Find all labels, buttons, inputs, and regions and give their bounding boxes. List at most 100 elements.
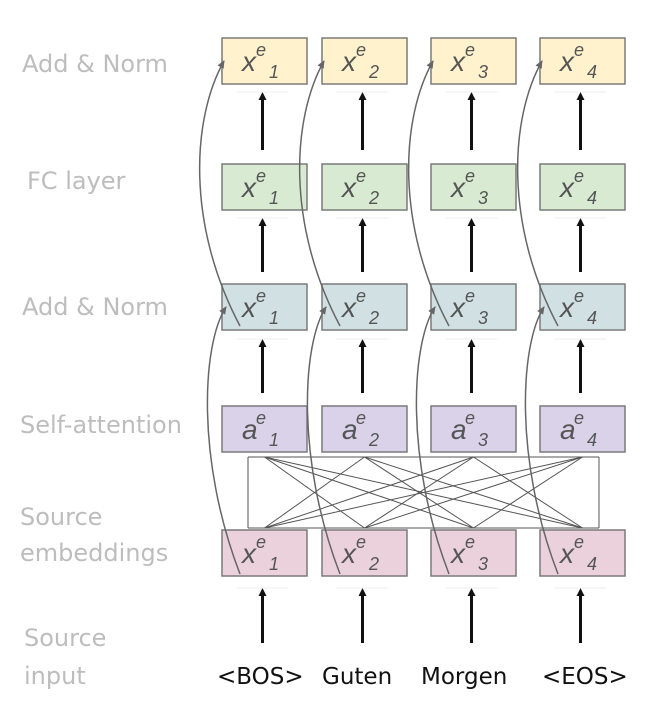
label-add-norm-mid: Add & Norm bbox=[22, 293, 168, 321]
vector-superscript: e bbox=[356, 286, 366, 306]
attention-edge bbox=[364, 456, 474, 529]
vector-symbol: x bbox=[449, 172, 466, 203]
vertical-arrows bbox=[236, 91, 607, 643]
vector-subscript: 3 bbox=[478, 188, 488, 208]
self-attention-box-1: ae1 bbox=[221, 405, 308, 453]
vector-subscript: 4 bbox=[587, 308, 597, 328]
vector-symbol: x bbox=[240, 172, 257, 203]
source-embeddings-rect bbox=[539, 529, 626, 577]
vector-subscript: 3 bbox=[478, 554, 488, 574]
fc-layer-rect bbox=[539, 163, 626, 211]
self-attention-box-2: ae2 bbox=[321, 405, 408, 453]
fc-layer-rect bbox=[321, 163, 408, 211]
label-source-embeddings-line2: embeddings bbox=[20, 539, 168, 567]
vector-subscript: 3 bbox=[478, 62, 488, 82]
residual-addnorm-to-top-4 bbox=[516, 60, 559, 327]
vector-subscript: 3 bbox=[478, 430, 488, 450]
vector-subscript: 4 bbox=[587, 554, 597, 574]
fc-layer-rect bbox=[221, 163, 308, 211]
label-add-norm-top: Add & Norm bbox=[22, 50, 168, 78]
vector-superscript: e bbox=[574, 532, 584, 552]
vector-subscript: 4 bbox=[587, 188, 597, 208]
vector-symbol: x bbox=[240, 292, 257, 323]
vector-superscript: e bbox=[256, 166, 266, 186]
add-norm-mid-rect bbox=[430, 283, 517, 331]
vector-superscript: e bbox=[465, 408, 475, 428]
vector-superscript: e bbox=[465, 40, 475, 60]
vector-superscript: e bbox=[465, 166, 475, 186]
fc-layer-rect bbox=[430, 163, 517, 211]
label-source-input-line1: Source bbox=[24, 624, 106, 652]
vector-superscript: e bbox=[356, 532, 366, 552]
vector-subscript: 1 bbox=[269, 62, 279, 82]
self-attention-rect bbox=[321, 405, 408, 453]
vector-symbol: x bbox=[558, 172, 575, 203]
self-attention-rect bbox=[430, 405, 517, 453]
vector-subscript: 3 bbox=[478, 308, 488, 328]
source-embeddings-rect bbox=[321, 529, 408, 577]
vector-symbol: x bbox=[240, 46, 257, 77]
vector-superscript: e bbox=[574, 40, 584, 60]
attention-edge bbox=[264, 456, 474, 529]
vector-symbol: x bbox=[340, 538, 357, 569]
label-self-attention: Self-attention bbox=[20, 411, 182, 439]
vector-subscript: 4 bbox=[587, 430, 597, 450]
vector-symbol: x bbox=[340, 172, 357, 203]
source-tokens: <BOS> Guten Morgen <EOS> bbox=[217, 664, 628, 690]
vector-subscript: 2 bbox=[368, 554, 379, 574]
attention-edge bbox=[473, 456, 583, 529]
vector-superscript: e bbox=[356, 408, 366, 428]
vector-symbol: a bbox=[242, 414, 258, 445]
vector-symbol: a bbox=[451, 414, 467, 445]
source-token-3: Morgen bbox=[421, 664, 507, 690]
vector-superscript: e bbox=[356, 40, 366, 60]
add-norm-mid-rect bbox=[321, 283, 408, 331]
label-source-input-line2: input bbox=[24, 662, 86, 690]
vector-superscript: e bbox=[465, 532, 475, 552]
vector-superscript: e bbox=[256, 286, 266, 306]
vector-superscript: e bbox=[356, 166, 366, 186]
vector-superscript: e bbox=[256, 40, 266, 60]
vector-symbol: x bbox=[558, 538, 575, 569]
vector-subscript: 4 bbox=[587, 62, 597, 82]
self-attention-rect bbox=[221, 405, 308, 453]
vector-subscript: 1 bbox=[269, 554, 279, 574]
residual-addnorm-to-top-1 bbox=[198, 60, 241, 327]
residual-embedding-to-addnorm-4 bbox=[524, 306, 559, 575]
residual-addnorm-to-top-2 bbox=[298, 60, 341, 327]
residual-embedding-to-addnorm-1 bbox=[206, 306, 241, 575]
vector-subscript: 1 bbox=[269, 430, 279, 450]
source-token-2: Guten bbox=[322, 664, 392, 690]
vector-symbol: a bbox=[560, 414, 576, 445]
vector-subscript: 2 bbox=[368, 188, 379, 208]
residual-embedding-to-addnorm-3 bbox=[415, 306, 450, 575]
vector-superscript: e bbox=[465, 286, 475, 306]
vector-subscript: 2 bbox=[368, 62, 379, 82]
add-norm-mid-rect bbox=[539, 283, 626, 331]
vector-symbol: x bbox=[240, 538, 257, 569]
source-token-1: <BOS> bbox=[217, 664, 304, 690]
add-norm-top-rect bbox=[321, 37, 408, 85]
vector-superscript: e bbox=[574, 408, 584, 428]
attention-edge bbox=[264, 456, 365, 529]
attention-connections bbox=[247, 456, 600, 529]
vector-symbol: x bbox=[558, 292, 575, 323]
vector-symbol: x bbox=[449, 292, 466, 323]
self-attention-box-3: ae3 bbox=[430, 405, 517, 453]
source-token-4: <EOS> bbox=[542, 664, 628, 690]
source-embeddings-rect bbox=[430, 529, 517, 577]
